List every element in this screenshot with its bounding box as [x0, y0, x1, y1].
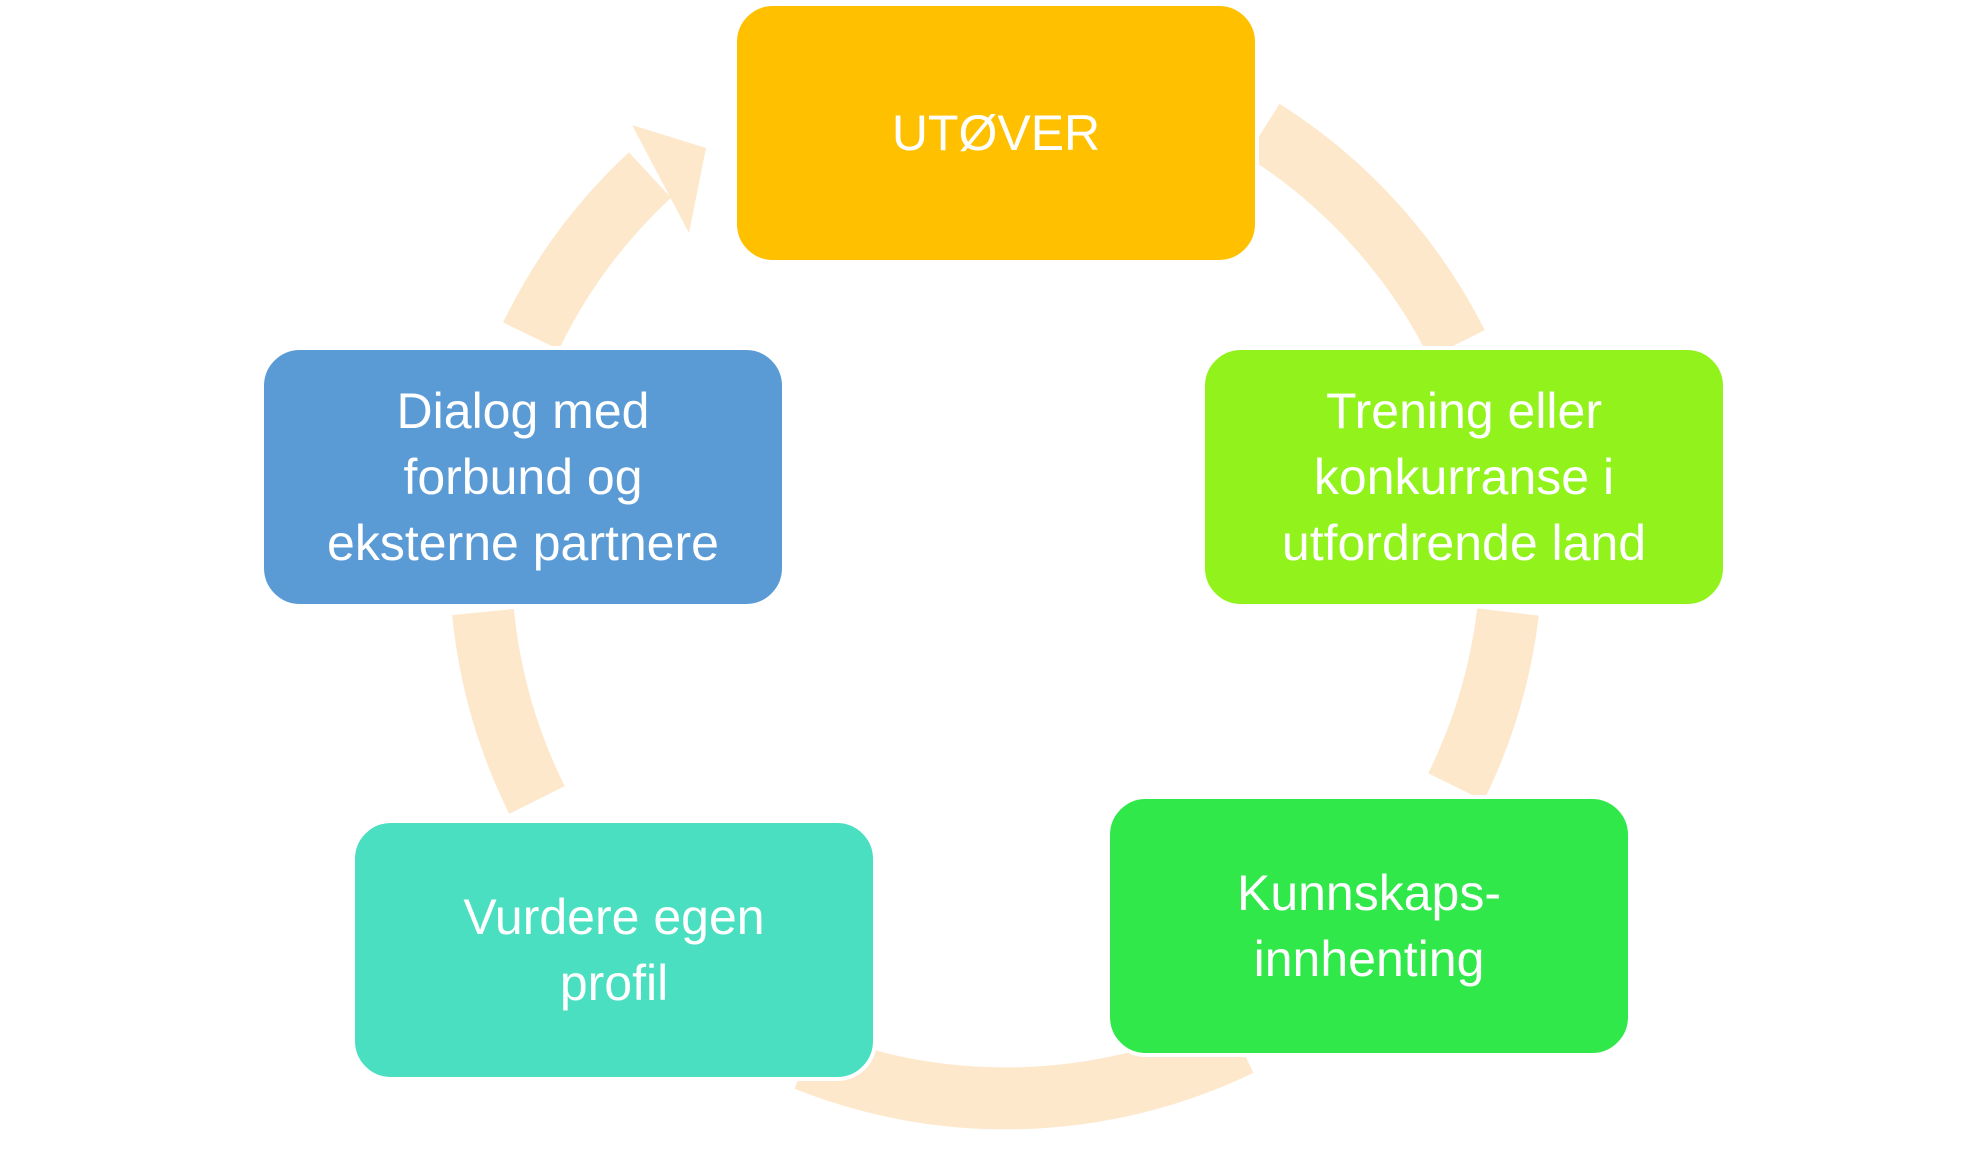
cycle-arrow-segment [1246, 103, 1485, 359]
cycle-arrow-segment [1428, 607, 1539, 801]
cycle-arrows [452, 103, 1539, 1130]
cycle-arrow-segment [452, 608, 565, 814]
node-vurdere-line-1: Vurdere egen [463, 889, 765, 945]
node-dialog-med-forbund: Dialog med forbund og eksterne partnere [260, 346, 786, 608]
cycle-arrow-segment [794, 1017, 1254, 1130]
node-dialog-line-2: forbund og [403, 449, 643, 505]
node-utover-line-1: UTØVER [891, 105, 1101, 161]
node-trening-line-2: konkurranse i [1313, 449, 1615, 505]
node-kunnskapsinnhenting: Kunnskaps- innhenting [1106, 795, 1632, 1057]
node-trening-eller-konkurranse: Trening eller konkurranse i utfordrende … [1201, 346, 1727, 608]
cycle-arrow-segment [503, 152, 672, 350]
cycle-arrowhead [632, 125, 706, 233]
node-dialog-line-3: eksterne partnere [327, 515, 719, 571]
node-kunnskap-line-2: innhenting [1253, 931, 1485, 987]
node-utover: UTØVER [733, 2, 1259, 264]
node-trening-line-3: utfordrende land [1281, 515, 1647, 571]
node-vurdere-egen-profil: Vurdere egen profil [351, 819, 877, 1081]
node-trening-line-1: Trening eller [1325, 383, 1603, 439]
node-kunnskap-line-1: Kunnskaps- [1236, 865, 1502, 921]
node-vurdere-line-2: profil [559, 955, 669, 1011]
node-dialog-line-1: Dialog med [396, 383, 650, 439]
